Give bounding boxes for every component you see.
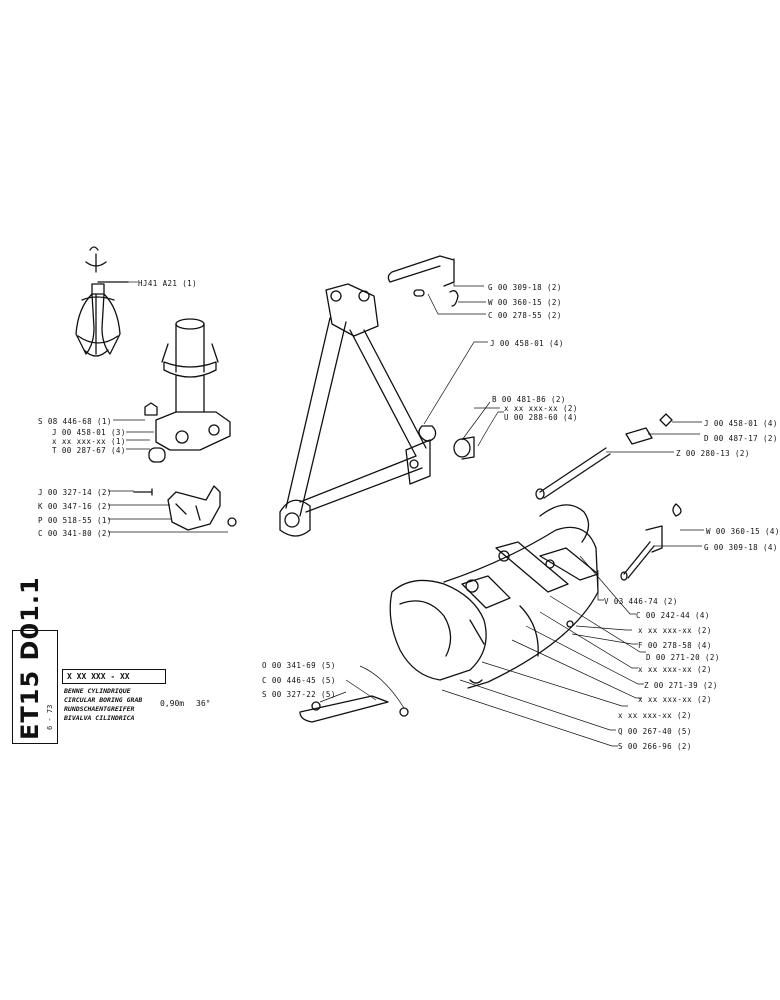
label-g0030918-2: G 00 309-18 (2)	[488, 283, 562, 292]
label-c0034180: C 00 341-80 (2)	[38, 529, 112, 538]
grab-overview-figure	[75, 246, 129, 357]
label-w0036015-4: W 00 360-15 (4)	[706, 527, 780, 536]
label-t0028767: T 00 287-67 (4)	[52, 446, 126, 455]
label-f0027858: F 00 278-58 (4)	[638, 641, 712, 650]
label-z0027139: Z 00 271-39 (2)	[644, 681, 718, 690]
label-xx-r1: x xx xxx-xx (2)	[638, 626, 712, 635]
spec-size: 0,90m	[160, 699, 185, 708]
spec-angle: 36°	[196, 699, 211, 708]
description-en: CIRCULAR BORING GRAB	[64, 696, 143, 704]
label-hj41: HJ41 A21 (1)	[138, 279, 197, 288]
label-xx-r2: x xx xxx-xx (2)	[638, 665, 712, 674]
swivel-head-figure	[144, 318, 231, 463]
label-v0344674: V 03 446-74 (2)	[604, 597, 678, 606]
label-c0024244: C 00 242-44 (4)	[636, 611, 710, 620]
grease-nipple-figure	[418, 425, 437, 442]
label-q0026740: Q 00 267-40 (5)	[618, 727, 692, 736]
label-j0045801-4a: J 00 458-01 (4)	[490, 339, 564, 348]
label-z0028013: Z 00 280-13 (2)	[676, 449, 750, 458]
label-b0048186: B 00 481-86 (2)	[492, 395, 566, 404]
pin-set-top-figure	[387, 255, 459, 307]
label-o0034169: O 00 341-69 (5)	[262, 661, 336, 670]
cutting-blade-figure	[299, 695, 409, 723]
bracket-figure	[133, 485, 237, 531]
label-xx-r4: x xx xxx-xx (2)	[618, 711, 692, 720]
sheet-code: ET15 D01.1	[16, 576, 44, 740]
pin-set-right-figure	[535, 413, 682, 581]
leader-lines	[108, 258, 704, 747]
label-s0844668: S 08 446-68 (1)	[38, 417, 112, 426]
description-it: BIVALVA CILINDRICA	[64, 714, 135, 722]
label-g0030918-4: G 00 309-18 (4)	[704, 543, 778, 552]
label-s0026696: S 00 266-96 (2)	[618, 742, 692, 751]
bucket-shell-figure	[389, 504, 599, 689]
label-xx-mid-2: x xx xxx-xx (2)	[504, 404, 578, 413]
label-j0045801-3: J 00 458-01 (3)	[52, 428, 126, 437]
description-de: RUNDSCHAENTGREIFER	[64, 705, 135, 713]
label-d0048717: D 00 487-17 (2)	[704, 434, 778, 443]
label-xx-r3: x xx xxx-xx (2)	[638, 695, 712, 704]
label-d0027120: D 00 271-20 (2)	[646, 653, 720, 662]
label-s0032722: S 00 327-22 (5)	[262, 690, 336, 699]
bushing-figure	[453, 436, 475, 460]
label-c0044645: C 00 446-45 (5)	[262, 676, 336, 685]
part-number-box: X XX XXX - XX	[62, 669, 166, 684]
label-k0034716: K 00 347-16 (2)	[38, 502, 112, 511]
label-j0045801-4b: J 00 458-01 (4)	[704, 419, 778, 428]
label-w0036015-2: W 00 360-15 (2)	[488, 298, 562, 307]
label-c0027855: C 00 278-55 (2)	[488, 311, 562, 320]
label-j0032714: J 00 327-14 (2)	[38, 488, 112, 497]
a-frame-figure	[279, 283, 431, 537]
reference-block	[12, 630, 58, 744]
description-fr: BENNE CYLINDRIQUE	[64, 687, 131, 695]
label-p0051855: P 00 518-55 (1)	[38, 516, 112, 525]
sheet-date: 6 - 73	[46, 704, 54, 730]
label-xx-left-1: x xx xxx-xx (1)	[52, 437, 126, 446]
label-u0028860: U 00 288-60 (4)	[504, 413, 578, 422]
